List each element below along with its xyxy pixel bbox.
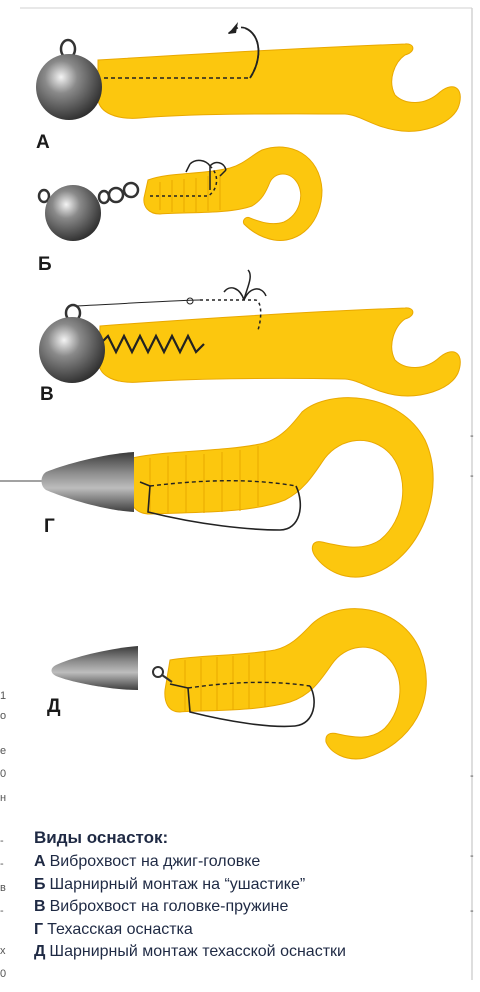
margin-fragment: - [0, 858, 4, 870]
rig-v-vibrotail [98, 307, 461, 397]
legend-text: Виброхвост на головке-пружине [49, 898, 289, 915]
rig-b-twister [143, 146, 323, 241]
rig-v [39, 269, 461, 397]
margin-fragment: 0 [0, 768, 7, 780]
rig-g-worm-hook [139, 481, 302, 531]
legend-key: В [34, 898, 46, 915]
rig-v-stinger-line [73, 299, 201, 307]
rig-b-segments [159, 174, 221, 212]
margin-fragment: е [0, 745, 7, 757]
label-d: Д [47, 696, 61, 717]
rig-v-treble [223, 269, 267, 301]
legend-text: Виброхвост на джиг-головке [49, 853, 261, 870]
rig-g-twister [129, 397, 434, 578]
legend-text: Шарнирный монтаж на “ушастике” [49, 875, 306, 893]
rig-b-treble [189, 159, 227, 190]
margin-fragment: о [0, 710, 7, 722]
rig-b-ring-1 [107, 186, 125, 204]
rig-a-vibrotail [97, 43, 461, 132]
label-b: Б [38, 254, 52, 275]
rig-v-treble-line [200, 299, 262, 331]
rig-d-worm-hook [169, 683, 315, 728]
label-a: А [36, 132, 50, 153]
rig-b-hook-line [150, 165, 218, 197]
rig-d [51, 608, 427, 760]
rig-a-hook-barb [228, 22, 238, 34]
rig-g [0, 397, 434, 578]
rig-v-stinger-ring [186, 297, 194, 305]
margin-fragment: - [470, 850, 474, 862]
legend-text: Техасская оснастка [47, 920, 193, 938]
rig-g-hook-inner [149, 480, 297, 487]
margin-fragment: х [0, 945, 6, 957]
legend-title: Виды оснасток: [34, 828, 169, 847]
rig-a [36, 22, 461, 132]
margin-fragment: в [0, 882, 6, 894]
label-v: В [40, 384, 54, 405]
label-g: Г [44, 516, 55, 537]
rig-v-spring [99, 333, 205, 355]
rig-a-jig-head [36, 54, 102, 120]
margin-fragment: - [470, 430, 474, 442]
rig-b-weight [45, 185, 101, 241]
legend-key: Д [34, 943, 46, 960]
margin-fragment: - [470, 470, 474, 482]
rig-b-ring-2 [122, 181, 140, 199]
rig-v-weight [39, 317, 105, 383]
rig-b-ear-left [37, 188, 51, 204]
rig-a-hook [244, 27, 260, 79]
legend-key: А [34, 853, 46, 870]
rig-b [37, 146, 323, 241]
rig-g-bullet-weight [41, 452, 134, 512]
margin-fragment: - [470, 770, 474, 782]
rig-b-ear-right [97, 189, 111, 205]
rig-d-swivel-ring [152, 666, 164, 678]
margin-fragment: - [470, 905, 474, 917]
rig-d-bullet-weight [51, 646, 138, 690]
legend-key: Б [34, 875, 46, 893]
margin-fragment: - [0, 905, 4, 917]
margin-fragment: 1 [0, 690, 7, 702]
margin-fragment: - [0, 835, 4, 847]
margin-fragment: н [0, 792, 7, 804]
legend-key: Г [34, 920, 44, 938]
rig-b-treble-barbs [185, 163, 227, 177]
margin-fragment: 0 [0, 968, 7, 980]
legend-text: Шарнирный монтаж техасской оснастки [49, 943, 346, 960]
rig-d-swivel-link [161, 674, 173, 683]
rig-g-segments [149, 446, 259, 513]
